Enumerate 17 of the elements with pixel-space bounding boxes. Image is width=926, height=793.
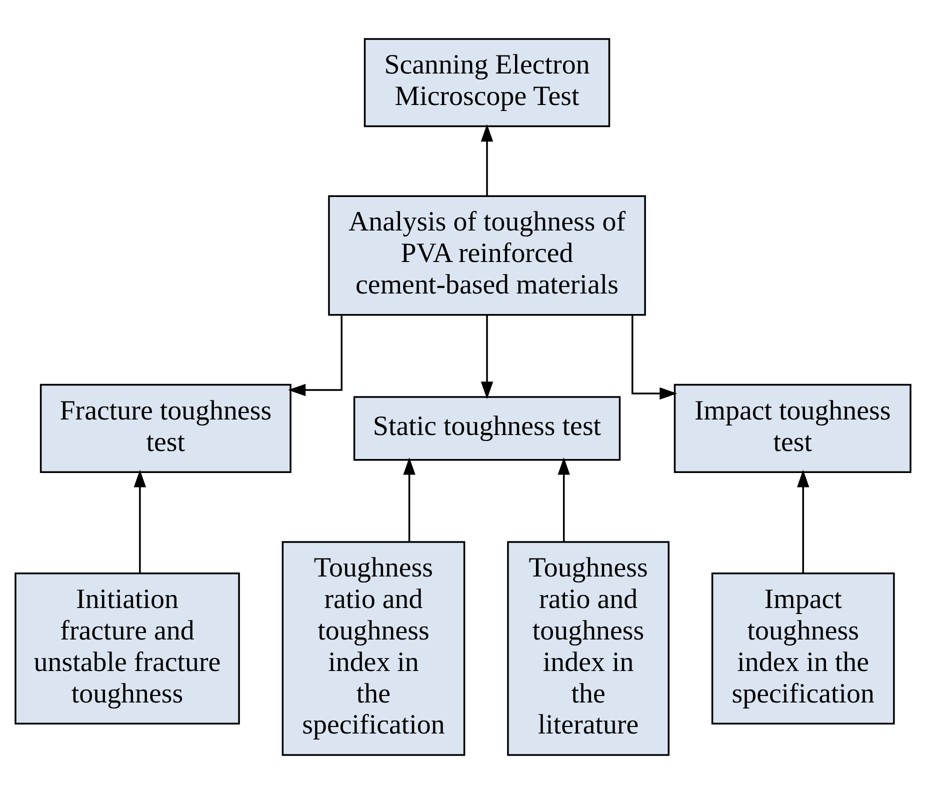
arrow bbox=[480, 124, 494, 196]
node-box: Scanning Electron Microscope Test bbox=[364, 38, 610, 127]
node-box: Analysis of toughness of PVA reinforced cement-based materials bbox=[328, 194, 646, 316]
node-box: Impact toughness index in the specification bbox=[711, 572, 895, 724]
arrow bbox=[558, 456, 570, 542]
node-box: Toughness ratio and toughness index in the specification bbox=[282, 540, 466, 756]
arrow bbox=[797, 469, 810, 573]
node-box: Toughness ratio and toughness index in the literature bbox=[507, 540, 670, 756]
node-box: Impact toughness test bbox=[674, 383, 912, 472]
arrow bbox=[632, 315, 678, 400]
node-box: Fracture toughness test bbox=[40, 383, 292, 472]
arrow bbox=[480, 314, 494, 399]
node-box: Initiation fracture and unstable fracture toughness bbox=[14, 572, 240, 724]
arrow bbox=[403, 456, 416, 542]
arrow bbox=[288, 315, 342, 396]
node-box: Static toughness test bbox=[353, 396, 621, 460]
arrow bbox=[134, 469, 146, 573]
